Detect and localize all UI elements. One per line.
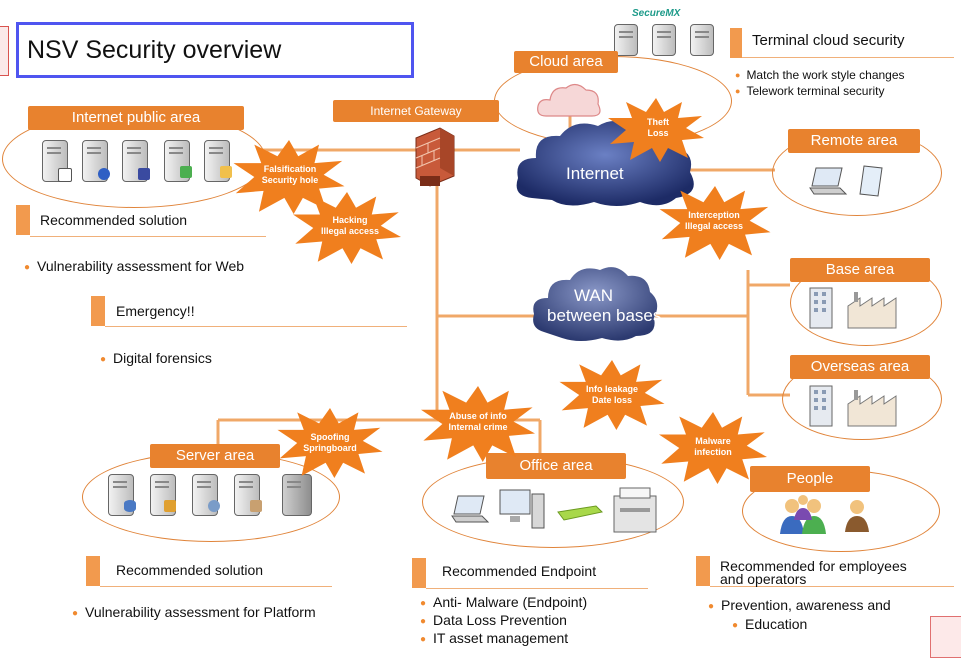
threat-burst-theft	[608, 98, 704, 162]
terminal-cloud-item: Match the work style changes	[735, 68, 904, 82]
employees-icon	[780, 495, 826, 534]
section-underline	[30, 236, 266, 237]
section-marker	[16, 205, 30, 235]
threat-burst-falsification	[233, 140, 345, 214]
server-area-label: Server area	[150, 444, 280, 468]
section-marker	[86, 556, 100, 586]
emergency-title: Emergency!!	[116, 303, 195, 319]
server-icon	[614, 24, 638, 56]
web-badge-icon	[180, 166, 192, 178]
rec-endpoint-item: Anti- Malware (Endpoint)	[420, 594, 587, 610]
box-badge-icon	[250, 500, 262, 512]
office-area-label: Office area	[486, 453, 626, 479]
tower-server-icon	[282, 474, 312, 516]
operator-icon	[845, 500, 869, 532]
rec-endpoint-item: Data Loss Prevention	[420, 612, 567, 628]
corner-fragment	[930, 616, 961, 658]
server-icon	[652, 24, 676, 56]
laptop-icon	[451, 495, 490, 523]
threat-burst-info-leakage	[559, 360, 665, 430]
threat-burst-malware	[659, 412, 767, 484]
securemx-logo: SecureMX	[632, 8, 681, 19]
magnifier-badge-icon	[208, 500, 220, 512]
wan-label-line1: WAN	[574, 286, 614, 305]
folder-badge-icon	[220, 166, 232, 178]
mail-badge-icon	[58, 168, 72, 182]
clock-badge-icon	[98, 168, 110, 180]
section-marker	[696, 556, 710, 586]
firewall-icon	[415, 127, 455, 187]
section-underline	[100, 586, 332, 587]
rec-endpoint-item: IT asset management	[420, 630, 568, 646]
rec-employees-title-line1: Recommended for employees	[720, 558, 907, 574]
page-title: NSV Security overview	[16, 22, 414, 78]
rec-endpoint-title: Recommended Endpoint	[442, 563, 597, 579]
tablet-icon	[859, 165, 883, 197]
rec-public-item: Vulnerability assessment for Web	[24, 258, 244, 274]
threat-burst-abuse	[421, 386, 535, 462]
dns-badge-icon	[138, 168, 150, 180]
cloud-area-icon	[537, 83, 601, 117]
base-area-label: Base area	[790, 258, 930, 282]
internet-gateway-label: Internet Gateway	[333, 100, 499, 122]
section-underline	[710, 586, 954, 587]
terminal-cloud-title: Terminal cloud security	[752, 32, 905, 49]
database-badge-icon	[124, 500, 136, 512]
office-building-icon	[809, 287, 833, 329]
server-icon	[690, 24, 714, 56]
office-building-icon	[809, 385, 833, 427]
section-underline	[426, 588, 648, 589]
threat-burst-hacking	[293, 192, 401, 264]
section-marker	[730, 28, 742, 58]
emergency-item: Digital forensics	[100, 350, 212, 366]
people-area-label: People	[750, 466, 870, 492]
remote-area-label: Remote area	[788, 129, 920, 153]
printer-icon	[613, 487, 657, 533]
section-marker	[91, 296, 105, 326]
rec-public-title: Recommended solution	[40, 212, 188, 228]
desktop-computer-icon	[499, 489, 545, 529]
internet-label: Internet	[566, 164, 624, 183]
threat-burst-interception	[659, 186, 771, 260]
internet-public-area-label: Internet public area	[28, 106, 244, 130]
factory-icon	[847, 292, 897, 329]
factory-icon	[847, 390, 897, 427]
threat-burst-spoofing	[277, 408, 383, 478]
rec-employees-item: Prevention, awareness and	[708, 597, 891, 613]
users-badge-icon	[164, 500, 176, 512]
rec-employees-item-continued: Education	[732, 616, 807, 632]
section-underline	[105, 326, 407, 327]
corner-fragment	[0, 26, 9, 76]
section-underline	[742, 57, 954, 58]
wan-cloud-icon	[533, 267, 658, 341]
laptop-icon	[809, 167, 848, 195]
cloud-area-label: Cloud area	[514, 51, 618, 73]
rec-platform-item: Vulnerability assessment for Platform	[72, 604, 316, 620]
terminal-cloud-item: Telework terminal security	[735, 84, 884, 98]
overseas-area-label: Overseas area	[790, 355, 930, 379]
network-switch-icon	[557, 505, 604, 521]
section-marker	[412, 558, 426, 588]
rec-employees-title-line2: and operators	[720, 571, 807, 587]
wan-label-line2: between bases	[547, 306, 662, 325]
rec-platform-title: Recommended solution	[116, 562, 264, 578]
page-title-text: NSV Security overview	[27, 36, 282, 64]
